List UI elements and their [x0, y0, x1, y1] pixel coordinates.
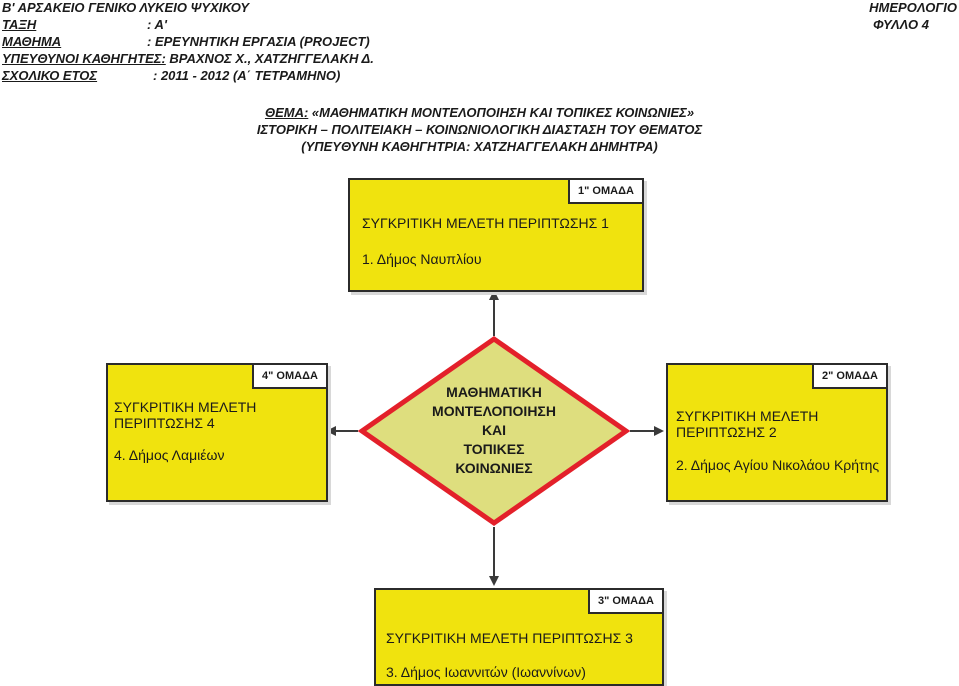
center-line-5: ΚΟΙΝΩΝΙΕΣ: [455, 460, 533, 476]
group-4-badge: 4" ΟΜΑΔΑ: [252, 363, 328, 389]
group-1-box: 1" ΟΜΑΔΑ ΣΥΓΚΡΙΤΙΚΗ ΜΕΛΕΤΗ ΠΕΡΙΠΤΩΣΗΣ 1 …: [348, 178, 644, 292]
year-value: : 2011 - 2012 (Α΄ ΤΕΤΡΑΜΗΝΟ): [153, 68, 341, 83]
group-3-badge: 3" ΟΜΑΔΑ: [588, 588, 664, 614]
class-row: ΤΑΞΗ: [2, 16, 36, 33]
year-row: ΣΧΟΛΙΚΟ ΕΤΟΣ: [2, 67, 97, 84]
group-2-box: 2" ΟΜΑΔΑ ΣΥΓΚΡΙΤΙΚΗ ΜΕΛΕΤΗ ΠΕΡΙΠΤΩΣΗΣ 2 …: [666, 363, 888, 502]
theme-line-2: ΙΣΤΟΡΙΚΗ – ΠΟΛΙΤΕΙΑΚΗ – ΚΟΙΝΩΝΙΟΛΟΓΙΚΗ Δ…: [256, 122, 703, 137]
center-line-3: ΚΑΙ: [481, 422, 507, 438]
year-label: ΣΧΟΛΙΚΟ ΕΤΟΣ: [2, 68, 98, 83]
group-2-badge: 2" ΟΜΑΔΑ: [812, 363, 888, 389]
center-label: ΜΑΘΗΜΑΤΙΚΗ ΜΟΝΤΕΛΟΠΟΙΗΣΗ ΚΑΙ ΤΟΠΙΚΕΣ ΚΟΙ…: [404, 383, 584, 478]
center-line-2: ΜΟΝΤΕΛΟΠΟΙΗΣΗ: [432, 403, 556, 419]
group-1-item: 1. Δήμος Ναυπλίου: [362, 251, 482, 267]
class-label: ΤΑΞΗ: [2, 17, 37, 32]
subject-label: ΜΑΘΗΜΑ: [2, 34, 62, 49]
group-2-item: 2. Δήμος Αγίου Νικολάου Κρήτης: [676, 457, 880, 473]
theme-line-3: (ΥΠΕΥΘΥΝΗ ΚΑΘΗΓΗΤΡΙΑ: ΧΑΤΖΗΑΓΓΕΛΑΚΗ ΔΗΜΗ…: [301, 139, 658, 154]
teachers-row: ΥΠΕΥΘΥΝΟΙ ΚΑΘΗΓΗΤΕΣ: ΒΡΑΧΝΟΣ Χ., ΧΑΤΖΗΓΓ…: [2, 50, 374, 67]
group-3-box: 3" ΟΜΑΔΑ ΣΥΓΚΡΙΤΙΚΗ ΜΕΛΕΤΗ ΠΕΡΙΠΤΩΣΗΣ 3 …: [374, 588, 664, 686]
teachers-label: ΥΠΕΥΘΥΝΟΙ ΚΑΘΗΓΗΤΕΣ:: [2, 51, 166, 66]
center-diamond: [357, 335, 631, 527]
theme-line-1: ΘΕΜΑ: «ΜΑΘΗΜΑΤΙΚΗ ΜΟΝΤΕΛΟΠΟΙΗΣΗ ΚΑΙ ΤΟΠΙ…: [0, 104, 959, 121]
group-1-badge: 1" ΟΜΑΔΑ: [568, 178, 644, 204]
group-1-title: ΣΥΓΚΡΙΤΙΚΗ ΜΕΛΕΤΗ ΠΕΡΙΠΤΩΣΗΣ 1: [362, 215, 609, 231]
sheet-label: ΦΥΛΛΟ 4: [873, 17, 929, 32]
center-line-1: ΜΑΘΗΜΑΤΙΚΗ: [446, 384, 542, 400]
group-4-title-1: ΣΥΓΚΡΙΤΙΚΗ ΜΕΛΕΤΗ: [114, 399, 257, 415]
diary-label: ΗΜΕΡΟΛΟΓΙΟ: [869, 0, 957, 15]
subject-row: ΜΑΘΗΜΑ: [2, 33, 61, 50]
school-name: Β' ΑΡΣΑΚΕΙΟ ΓΕΝΙΚΟ ΛΥΚΕΙΟ ΨΥΧΙΚΟΥ: [2, 0, 249, 15]
group-2-title-2: ΠΕΡΙΠΤΩΣΗΣ 2: [676, 424, 777, 440]
group-4-item: 4. Δήμος Λαμιέων: [114, 447, 225, 463]
theme-label: ΘΕΜΑ:: [264, 105, 309, 120]
group-3-item: 3. Δήμος Ιωαννιτών (Ιωαννίνων): [386, 664, 586, 680]
group-4-box: 4" ΟΜΑΔΑ ΣΥΓΚΡΙΤΙΚΗ ΜΕΛΕΤΗ ΠΕΡΙΠΤΩΣΗΣ 4 …: [106, 363, 328, 502]
group-4-title-2: ΠΕΡΙΠΤΩΣΗΣ 4: [114, 415, 215, 431]
center-line-4: ΤΟΠΙΚΕΣ: [463, 441, 525, 457]
teachers-value: ΒΡΑΧΝΟΣ Χ., ΧΑΤΖΗΓΓΕΛΑΚΗ Δ.: [165, 51, 374, 66]
group-2-title-1: ΣΥΓΚΡΙΤΙΚΗ ΜΕΛΕΤΗ: [676, 408, 819, 424]
class-value: : Α': [147, 17, 167, 32]
theme-title: «ΜΑΘΗΜΑΤΙΚΗ ΜΟΝΤΕΛΟΠΟΙΗΣΗ ΚΑΙ ΤΟΠΙΚΕΣ ΚΟ…: [308, 105, 695, 120]
group-3-title: ΣΥΓΚΡΙΤΙΚΗ ΜΕΛΕΤΗ ΠΕΡΙΠΤΩΣΗΣ 3: [386, 630, 633, 646]
subject-value: : ΕΡΕΥΝΗΤΙΚΗ ΕΡΓΑΣΙΑ (PROJECT): [147, 34, 370, 49]
